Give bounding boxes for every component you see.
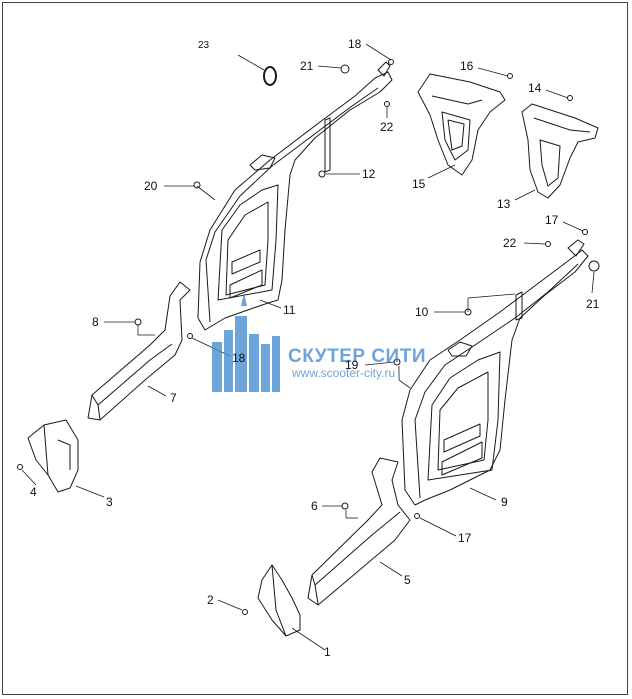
callout-8: 8 (92, 315, 99, 329)
callout-1: 1 (324, 645, 331, 659)
callout-3: 3 (106, 495, 113, 509)
part-23-o-ring (263, 66, 277, 86)
part-13-bracket (521, 103, 599, 199)
callout-15: 15 (412, 177, 426, 191)
callout-13: 13 (497, 197, 511, 211)
callout-12: 12 (362, 167, 376, 181)
callout-22-top: 22 (380, 120, 394, 134)
callout-7: 7 (170, 391, 177, 405)
callout-23: 23 (198, 40, 210, 51)
watermark-title: СКУТЕР СИТИ (288, 346, 426, 367)
part-5-right-footboard-rail (307, 457, 411, 606)
callout-11: 11 (283, 303, 296, 317)
callout-labels: 23 18 21 22 12 20 16 14 15 13 11 17 22 2… (30, 37, 600, 659)
fasteners (17, 59, 600, 615)
leader-lines (21, 43, 595, 651)
callout-21-top: 21 (300, 59, 314, 73)
callout-6: 6 (311, 499, 318, 513)
part-15-bracket (417, 73, 506, 176)
callout-22-right: 22 (503, 236, 517, 250)
part-11-left-side-panel (197, 61, 393, 331)
part-7-left-footboard-rail (87, 281, 191, 421)
part-1-right-cover (257, 564, 301, 637)
callout-17-top: 17 (545, 213, 559, 227)
watermark: СКУТЕР СИТИ www.scooter-city.ru (212, 292, 426, 392)
part-3-left-cover (27, 419, 79, 493)
callout-2: 2 (207, 593, 214, 607)
part-9-right-side-panel (401, 239, 589, 506)
callout-21-right: 21 (586, 297, 600, 311)
callout-16: 16 (460, 59, 474, 73)
callout-14: 14 (528, 81, 542, 95)
callout-10: 10 (415, 305, 429, 319)
watermark-url: www.scooter-city.ru (291, 366, 395, 380)
callout-20: 20 (144, 179, 158, 193)
callout-5: 5 (404, 573, 411, 587)
callout-9: 9 (501, 495, 508, 509)
callout-4: 4 (30, 485, 37, 499)
watermark-city-icon (212, 292, 280, 392)
callout-19: 19 (345, 358, 359, 372)
callout-18-top: 18 (348, 37, 362, 51)
callout-18-left: 18 (232, 351, 246, 365)
callout-17-bottom: 17 (458, 531, 472, 545)
